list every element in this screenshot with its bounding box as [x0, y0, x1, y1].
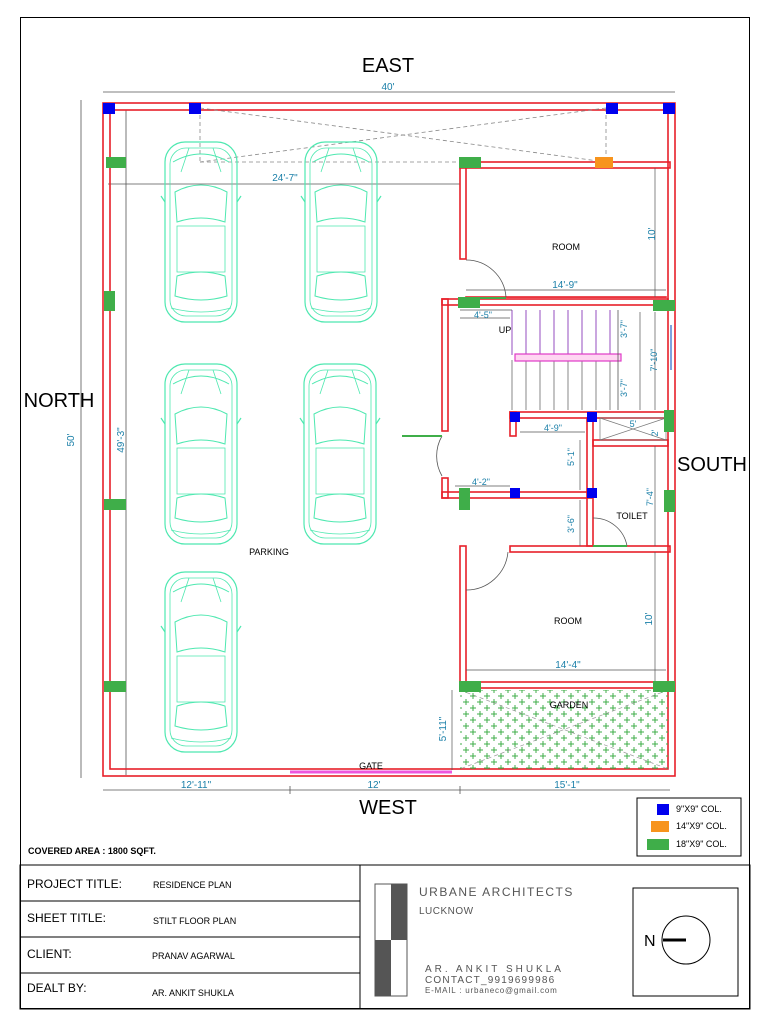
car-3	[160, 363, 242, 545]
dim-left-height: 50'	[66, 433, 77, 446]
legend-swatch-9x9	[657, 804, 669, 815]
north-label: NORTH	[24, 390, 95, 412]
garden-area	[459, 689, 669, 770]
dim-stair-b: 3'-7"	[619, 320, 629, 338]
title-block: PROJECT TITLE: RESIDENCE PLAN SHEET TITL…	[19, 864, 751, 1010]
legend-label-18x9: 18"X9" COL.	[676, 839, 727, 849]
dim-room1-width: 14'-9"	[552, 280, 578, 291]
dim-small-5: 5'	[630, 419, 637, 429]
north-letter: N	[644, 933, 656, 950]
east-label: EAST	[362, 55, 414, 77]
legend-label-9x9: 9"X9" COL.	[676, 804, 722, 814]
client-key: CLIENT:	[27, 947, 72, 961]
dim-passage-h: 5'-1"	[566, 448, 576, 466]
sheet-title-value: STILT FLOOR PLAN	[153, 916, 236, 926]
firm-logo	[374, 883, 408, 997]
south-label: SOUTH	[677, 454, 747, 476]
firm-city: LUCKNOW	[419, 906, 474, 917]
stair-up-label: UP	[499, 325, 512, 335]
parking-label: PARKING	[249, 547, 289, 557]
dim-stair-d: 3'-7"	[619, 379, 629, 397]
room2-label: ROOM	[554, 616, 582, 626]
firm-name: URBANE ARCHITECTS	[419, 885, 574, 899]
column-legend: 9"X9" COL. 14"X9" COL. 18"X9" COL.	[636, 797, 742, 857]
dealt-by-key: DEALT BY:	[27, 981, 87, 995]
project-title-value: RESIDENCE PLAN	[153, 880, 232, 890]
north-symbol-box	[632, 887, 739, 997]
dim-bottom-1: 12'-11"	[181, 780, 212, 791]
dim-room1-height: 10'	[647, 227, 658, 240]
dim-room2-height: 10'	[644, 612, 655, 625]
north-compass-icon	[661, 915, 711, 965]
dim-stair-a: 4'-5"	[474, 310, 492, 320]
dim-toilet-h: 7'-4"	[645, 488, 655, 506]
dim-small-2: 2'	[650, 429, 660, 436]
staircase	[460, 309, 667, 441]
columns	[103, 103, 675, 692]
dim-garden-h: 5'-11"	[438, 716, 449, 741]
gate-label: GATE	[359, 761, 383, 771]
outer-walls	[102, 102, 676, 777]
client-value: PRANAV AGARWAL	[152, 951, 235, 961]
dim-stair-c: 7'-10"	[649, 349, 659, 372]
dealt-by-value: AR. ANKIT SHUKLA	[152, 988, 234, 998]
project-title-key: PROJECT TITLE:	[27, 877, 122, 891]
covered-area: COVERED AREA : 1800 SQFT.	[28, 846, 156, 856]
sheet-title-key: SHEET TITLE:	[27, 911, 106, 925]
dim-parking-width: 24'-7"	[272, 173, 298, 184]
email-address: E-MAIL : urbaneco@gmail.com	[425, 986, 558, 995]
legend-swatch-18x9	[647, 839, 669, 850]
car-2	[300, 141, 382, 323]
car-1	[160, 141, 242, 323]
room1-label: ROOM	[552, 242, 580, 252]
garden-label: GARDEN	[550, 700, 589, 710]
car-4	[299, 363, 381, 545]
dim-toilet-w: 3'-6"	[566, 515, 576, 533]
dim-landing: 4'-9"	[544, 423, 562, 433]
dim-passage-w: 4'-2"	[472, 477, 490, 487]
legend-swatch-14x9	[651, 821, 669, 832]
dim-bottom-2: 12'	[367, 780, 380, 791]
dim-room2-width: 14'-4"	[555, 660, 581, 671]
west-label: WEST	[359, 797, 417, 819]
car-5	[160, 571, 242, 753]
legend-label-14x9: 14"X9" COL.	[676, 821, 727, 831]
architect-name: AR. ANKIT SHUKLA	[425, 964, 564, 975]
contact-number: CONTACT_9919699986	[425, 975, 555, 986]
toilet-label: TOILET	[616, 511, 648, 521]
dim-bottom-3: 15'-1"	[554, 780, 580, 791]
dim-inner-height: 49'-3"	[116, 427, 127, 453]
dim-top-width: 40'	[381, 82, 394, 93]
